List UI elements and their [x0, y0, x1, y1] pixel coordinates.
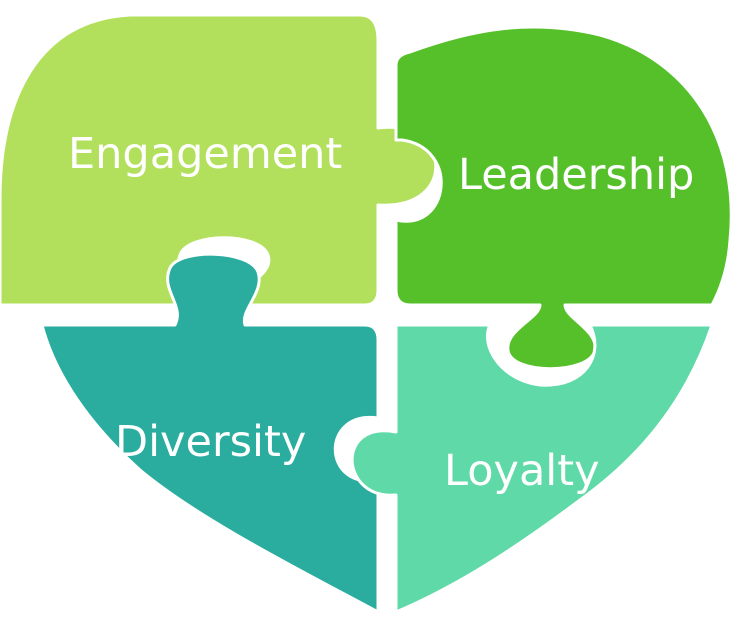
puzzle-piece-diversity: Diversity [40, 252, 380, 614]
engagement-shape [0, 13, 438, 307]
diversity-label: Diversity [115, 417, 306, 467]
engagement-label: Engagement [68, 129, 342, 179]
loyalty-shape [350, 323, 714, 614]
puzzle-piece-leadership: Leadership [394, 25, 733, 371]
puzzle-piece-loyalty: Loyalty [350, 323, 714, 614]
puzzle-piece-engagement: Engagement [0, 13, 438, 307]
diversity-shape [40, 252, 380, 614]
leadership-label: Leadership [458, 150, 694, 200]
loyalty-label: Loyalty [444, 446, 600, 496]
